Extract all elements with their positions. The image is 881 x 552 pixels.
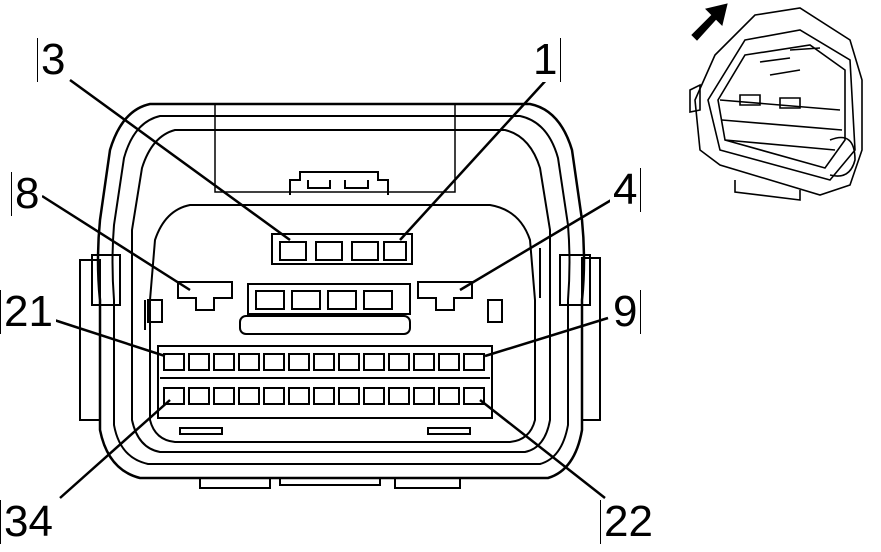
leader-lines bbox=[41, 77, 619, 499]
upper-pin-row bbox=[271, 233, 413, 265]
connector-housing bbox=[79, 102, 601, 489]
key-right bbox=[417, 281, 473, 311]
pin-label-1: 1 bbox=[530, 38, 562, 82]
pin-row-22-34 bbox=[163, 387, 485, 405]
pin-label-34: 34 bbox=[0, 500, 56, 544]
pin-row-9-21 bbox=[163, 353, 485, 371]
pin-label-22: 22 bbox=[600, 500, 656, 544]
middle-pin-row bbox=[239, 283, 411, 335]
connector-isometric-icon bbox=[689, 7, 863, 201]
pin-label-3: 3 bbox=[37, 38, 69, 82]
pin-label-21: 21 bbox=[0, 290, 56, 334]
pin-label-8: 8 bbox=[11, 172, 43, 216]
pin-label-9: 9 bbox=[610, 290, 642, 334]
key-left bbox=[177, 281, 233, 311]
arrow-icon bbox=[691, 3, 728, 41]
pin-label-4: 4 bbox=[610, 168, 642, 212]
lower-pin-block bbox=[157, 345, 493, 419]
